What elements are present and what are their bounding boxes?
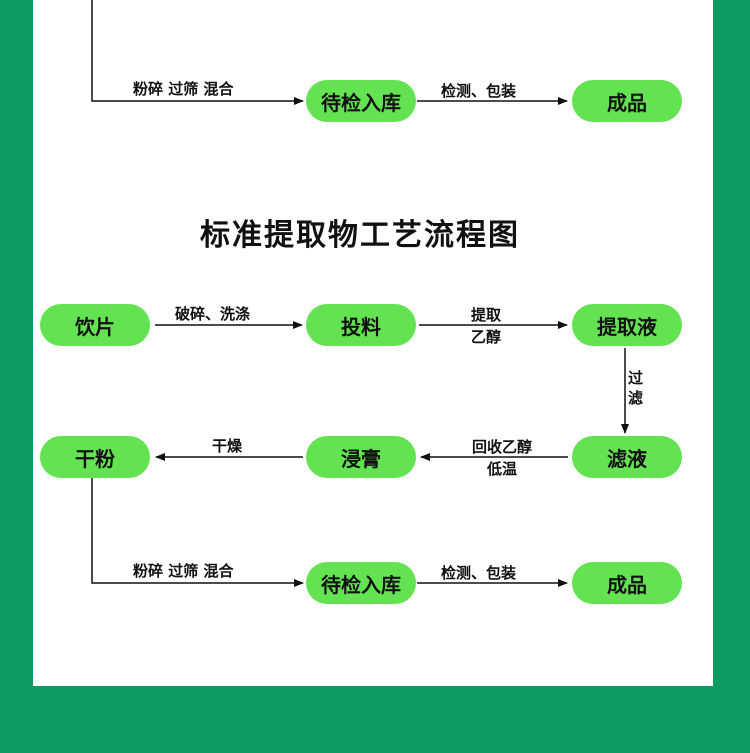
node-paste[interactable]: 浸膏 [306, 436, 416, 478]
label-top-inspect: 检测、包装 [441, 82, 517, 100]
label-grind: 粉碎 过筛 混合 [133, 562, 234, 580]
label-inspect: 检测、包装 [441, 564, 517, 582]
label-top-grind: 粉碎 过筛 混合 [133, 80, 234, 98]
label-recover-1: 回收乙醇 [471, 438, 533, 456]
node-pending[interactable]: 待检入库 [306, 562, 416, 604]
node-top-product[interactable]: 成品 [572, 80, 682, 122]
node-product[interactable]: 成品 [572, 562, 682, 604]
node-extract-liquid[interactable]: 提取液 [572, 304, 682, 346]
label-dry: 干燥 [212, 437, 243, 455]
label-filter-1: 过 [628, 369, 644, 387]
label-extract-2: 乙醇 [470, 328, 502, 346]
page-title: 标准提取物工艺流程图 [200, 218, 520, 253]
label-recover-2: 低温 [486, 460, 518, 478]
label-filter-2: 滤 [628, 389, 644, 407]
node-dry-powder[interactable]: 干粉 [40, 436, 150, 478]
node-top-pending[interactable]: 待检入库 [306, 80, 416, 122]
top-vertical-line [91, 0, 304, 105]
node-filtrate[interactable]: 滤液 [572, 436, 682, 478]
label-extract-1: 提取 [470, 306, 502, 324]
label-crush-wash: 破碎、洗涤 [175, 305, 251, 323]
node-feed[interactable]: 投料 [306, 304, 416, 346]
node-slices[interactable]: 饮片 [40, 304, 150, 346]
arrow-powder-to-pending [91, 478, 304, 587]
